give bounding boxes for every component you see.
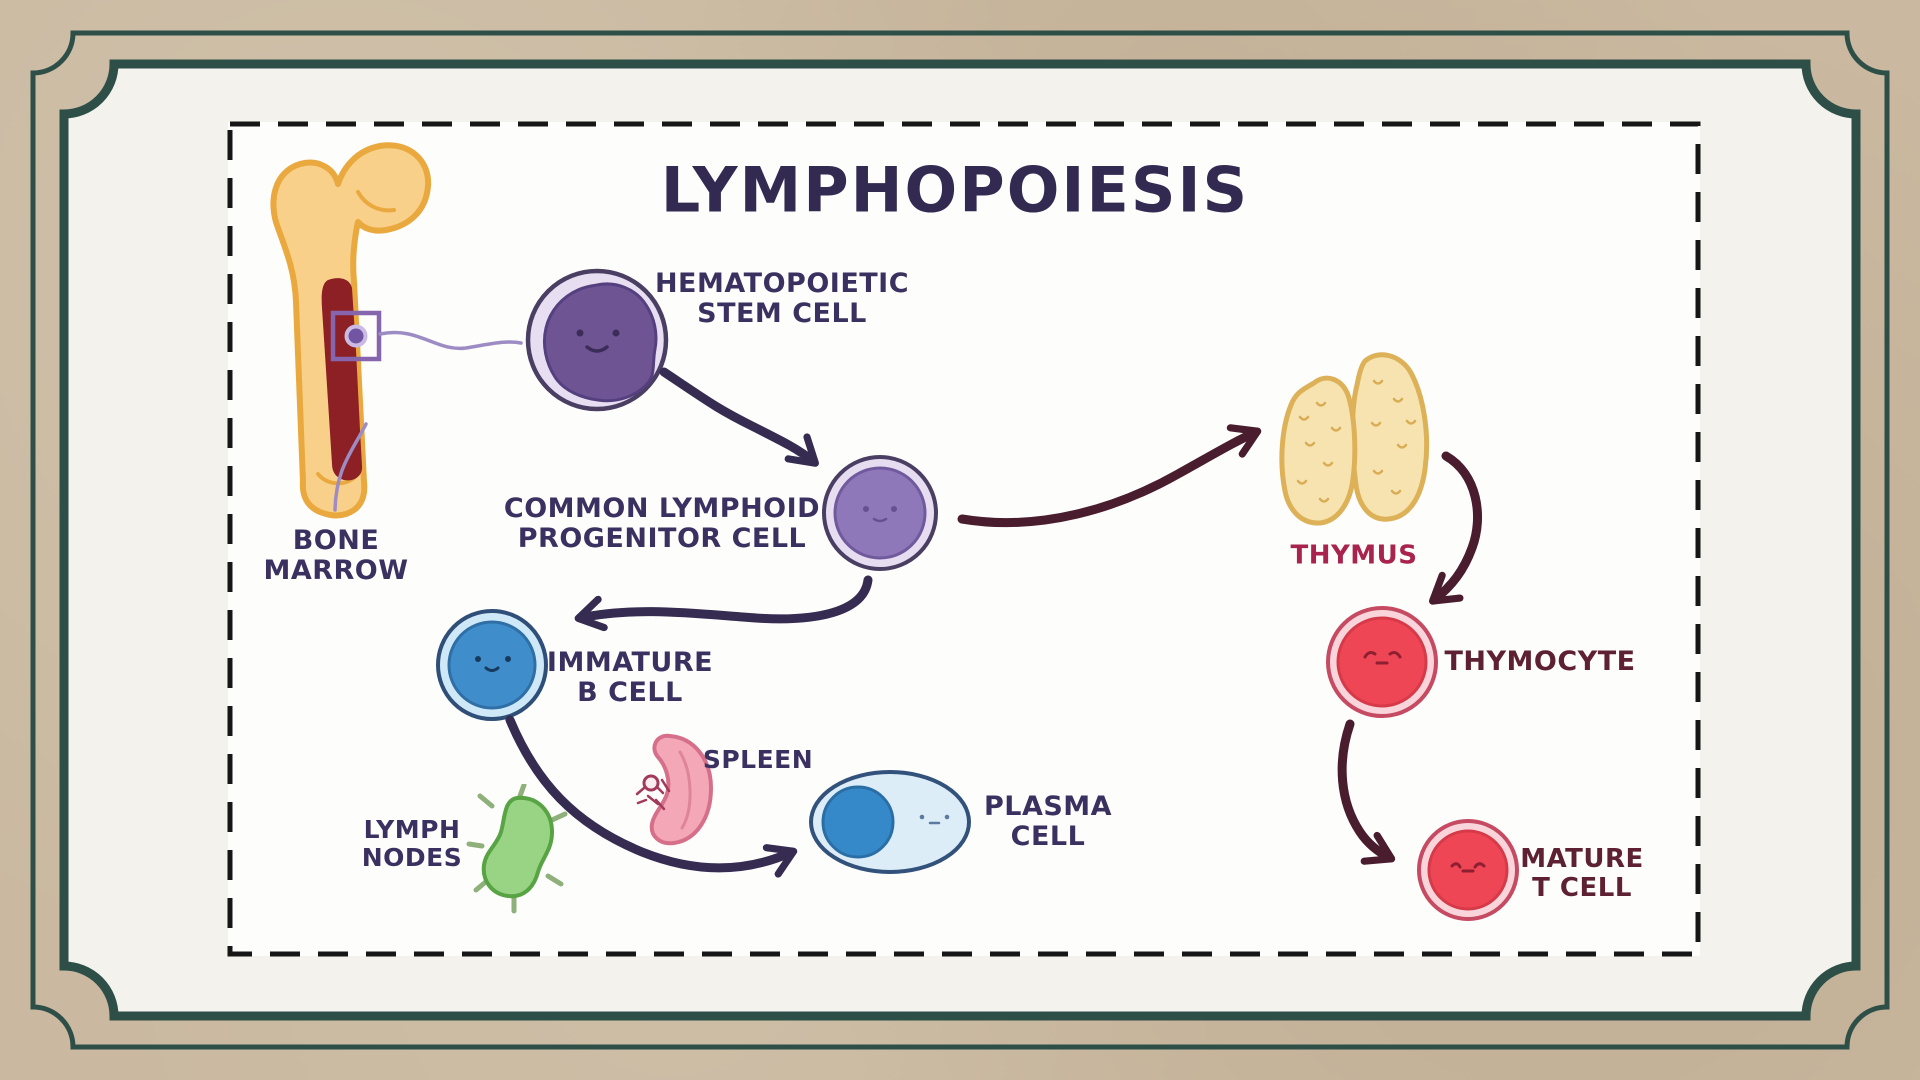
lymph-node-body [481,795,554,899]
thymus-left-lobe [1279,375,1358,526]
mature-t-cell-label: MATURE T CELL [1520,843,1644,903]
plasma-cell [809,770,971,874]
immature-b-cell [436,609,548,721]
diagram-title: LYMPHOPOIESIS [660,153,1250,227]
thymocyte-label: THYMOCYTE [1444,645,1636,677]
thymus-label: THYMUS [1290,540,1418,571]
clp-eye-left [863,506,869,512]
thymus-right-lobe [1349,352,1430,522]
frame-outer-line [30,30,1890,1050]
plasma-eye-left [919,814,925,820]
thymocyte-cell [1326,606,1438,718]
bcell-nucleus [447,620,537,710]
hematopoietic-stem-cell-label: HEMATOPOIETIC STEM CELL [654,267,910,329]
common-lymphoid-progenitor-cell [822,455,938,571]
hsc-eye-right [612,329,620,337]
lymph-nodes-label: LYMPH NODES [361,815,463,872]
bone-marrow-label: BONE MARROW [263,524,409,586]
mature-t-cell [1417,819,1519,921]
common-lymphoid-progenitor-label: COMMON LYMPHOID PROGENITOR CELL [503,492,821,554]
plasma-nucleus [821,785,895,859]
hsc-eye-left [576,329,584,337]
hematopoietic-stem-cell [525,268,669,412]
clp-eye-right [891,506,897,512]
clp-nucleus [833,466,927,560]
bcell-eye-left [475,656,481,662]
femur-bone-illustration [270,142,432,519]
plasma-cell-label: PLASMA CELL [983,790,1113,852]
spleen-label: SPLEEN [702,745,814,774]
hsc-nucleus [542,282,658,403]
thymus-illustration [1279,352,1430,526]
immature-b-cell-label: IMMATURE B CELL [546,646,714,708]
plasma-eye-right [944,814,950,820]
stem-cell-in-marrow [344,324,368,348]
lymph-node-illustration [466,784,568,914]
spleen-hilum [642,774,660,792]
bcell-eye-right [505,656,511,662]
